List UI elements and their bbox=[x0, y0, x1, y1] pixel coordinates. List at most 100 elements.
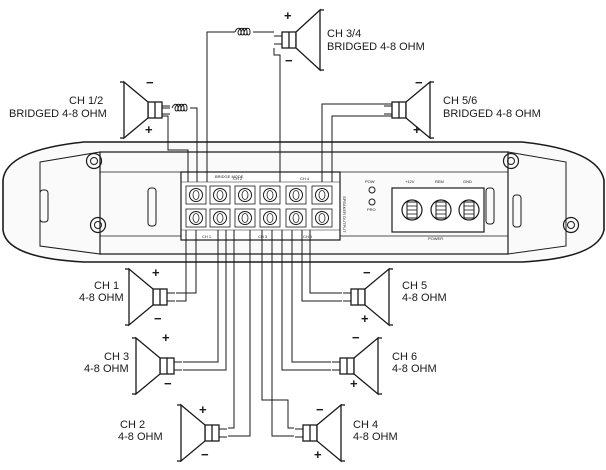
status-leds bbox=[368, 186, 376, 206]
ch2-wire-plus bbox=[228, 230, 235, 429]
ch1-wire-minus bbox=[176, 230, 187, 302]
ch56-plus: + bbox=[413, 122, 421, 137]
ch4-plus: + bbox=[314, 447, 322, 462]
ch2-plus: + bbox=[199, 402, 207, 417]
terminal-screw bbox=[209, 208, 231, 228]
speaker-ch56 bbox=[384, 80, 434, 140]
speaker-ch5 bbox=[343, 267, 393, 327]
ch6-minus: − bbox=[352, 330, 360, 345]
ch56-wire-b bbox=[331, 115, 398, 182]
ch12-rating: BRIDGED 4-8 OHM bbox=[9, 108, 107, 120]
power-terminal-screw bbox=[430, 199, 452, 221]
terminal-screw bbox=[185, 185, 207, 205]
ch4-wire-b bbox=[271, 230, 294, 437]
terminal-ch4-label: CH 4 bbox=[300, 176, 310, 181]
ch34-rating: BRIDGED 4-8 OHM bbox=[327, 41, 425, 53]
power-terminal-block bbox=[391, 187, 485, 233]
ch4-rating: 4-8 OHM bbox=[353, 431, 398, 443]
ch5-plus: + bbox=[361, 311, 369, 326]
ch3-plus: + bbox=[162, 330, 170, 345]
terminal-screw bbox=[311, 208, 333, 228]
speaker-wires bbox=[155, 27, 398, 437]
speaker-ch12 bbox=[120, 80, 170, 140]
ch2-minus: − bbox=[201, 447, 209, 462]
screw-bottom-left bbox=[89, 216, 107, 234]
power-rem-label: REM bbox=[435, 179, 444, 184]
terminal-ch3-label: CH 3 bbox=[258, 234, 268, 239]
ch2-wire-minus bbox=[228, 230, 251, 437]
terminal-ch1-label: CH 1 bbox=[202, 234, 212, 239]
ch6-wire-a bbox=[291, 230, 331, 363]
ch2-rating: 4-8 OHM bbox=[118, 431, 163, 443]
ch4-wire-a bbox=[261, 230, 294, 429]
ch12-wire-b bbox=[155, 115, 189, 182]
ch12-minus: − bbox=[146, 75, 154, 90]
left-heatsink-slot bbox=[147, 187, 157, 227]
ch5-minus: − bbox=[363, 265, 371, 280]
power-gnd-label: GND bbox=[463, 179, 472, 184]
terminal-ch2-label: CH 2 bbox=[233, 176, 243, 181]
terminal-screw bbox=[234, 185, 256, 205]
terminal-screw bbox=[209, 185, 231, 205]
screw-bottom-right bbox=[562, 216, 580, 234]
ch56-rating: BRIDGED 4-8 OHM bbox=[443, 108, 541, 120]
ch56-minus: − bbox=[415, 75, 423, 90]
ch4-name: CH 4 bbox=[353, 419, 378, 431]
ch2-name: CH 2 bbox=[120, 419, 145, 431]
terminal-screw bbox=[234, 208, 256, 228]
screw-top-left bbox=[85, 152, 103, 170]
ch34-minus: − bbox=[285, 53, 293, 68]
ch1-name: CH 1 bbox=[94, 280, 119, 292]
ch1-plus: + bbox=[152, 265, 160, 280]
speaker-output-label: SPEAKER OUTPUT bbox=[342, 196, 347, 233]
ch5-name: CH 5 bbox=[402, 280, 427, 292]
ch3-minus: − bbox=[164, 376, 172, 391]
ch1-wire-plus bbox=[176, 230, 197, 294]
ch6-plus: + bbox=[350, 376, 358, 391]
bridge-mode-label: BRIDGE MODE bbox=[215, 174, 244, 179]
pow-led-label: POW bbox=[365, 179, 375, 184]
ch5-rating: 4-8 OHM bbox=[402, 292, 447, 304]
speaker-ch2 bbox=[177, 403, 227, 463]
right-heatsink-slot bbox=[512, 194, 522, 228]
power-label: POWER bbox=[428, 236, 443, 241]
power-terminal-screw bbox=[401, 199, 423, 221]
ch56-wire-a bbox=[321, 103, 398, 182]
terminal-screw bbox=[185, 208, 207, 228]
ch6-wire-b bbox=[281, 230, 331, 371]
ch56-name: CH 5/6 bbox=[443, 95, 477, 107]
ch3-rating: 4-8 OHM bbox=[84, 363, 129, 375]
pro-led bbox=[368, 198, 376, 206]
terminal-screw bbox=[259, 208, 281, 228]
ch1-minus: − bbox=[154, 311, 162, 326]
ch12-name: CH 1/2 bbox=[69, 95, 103, 107]
ch12-plus: + bbox=[145, 122, 153, 137]
terminal-screw bbox=[285, 185, 307, 205]
ch34-name: CH 3/4 bbox=[327, 28, 361, 40]
ch4-minus: − bbox=[316, 402, 324, 417]
ch12-wire-drop bbox=[190, 107, 198, 182]
power-12v-label: +12V bbox=[405, 179, 415, 184]
speaker-ch4 bbox=[295, 403, 345, 463]
terminal-screw bbox=[311, 185, 333, 205]
ch5-wire-b bbox=[301, 230, 342, 302]
ch34-wire-minus bbox=[273, 48, 281, 182]
pro-led-label: PRO bbox=[367, 207, 376, 212]
ch3-wire-plus bbox=[183, 230, 219, 363]
terminal-screw bbox=[285, 208, 307, 228]
ch3-name: CH 3 bbox=[104, 351, 129, 363]
terminal-ch5-label: CH 5 bbox=[303, 234, 313, 239]
ch6-name: CH 6 bbox=[392, 351, 417, 363]
ch1-rating: 4-8 OHM bbox=[79, 292, 124, 304]
power-terminal-screw bbox=[458, 199, 480, 221]
speaker-ch6 bbox=[332, 336, 382, 396]
speakers bbox=[120, 8, 434, 463]
speaker-ch1 bbox=[125, 267, 175, 327]
ch5-wire-a bbox=[309, 230, 342, 294]
speaker-ch3 bbox=[132, 336, 182, 396]
pow-led bbox=[368, 186, 376, 194]
ch3-wire-minus bbox=[183, 230, 227, 371]
ch6-rating: 4-8 OHM bbox=[392, 363, 437, 375]
terminal-screw bbox=[259, 185, 281, 205]
screw-top-right bbox=[502, 152, 520, 170]
